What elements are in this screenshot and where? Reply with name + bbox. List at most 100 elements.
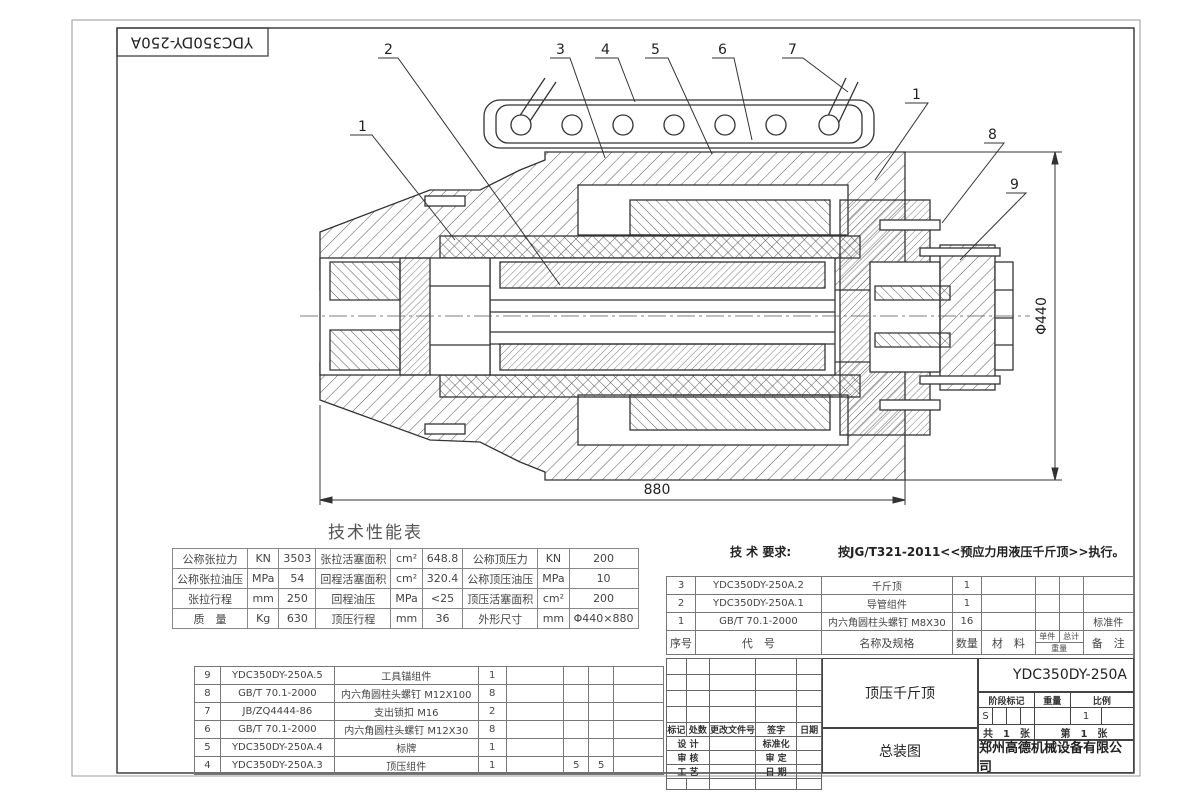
parts-cell bbox=[505, 720, 565, 739]
length-dim-text: 880 bbox=[644, 482, 671, 498]
parts-header-cell: 代 号 bbox=[695, 630, 822, 655]
parts-cell bbox=[563, 738, 590, 757]
callout-1a: 1 bbox=[358, 119, 367, 135]
parts-cell: 1 bbox=[666, 612, 696, 631]
perf-cell: mm bbox=[246, 588, 280, 609]
parts-cell bbox=[1034, 594, 1060, 613]
parts-cell: 8 bbox=[194, 684, 221, 703]
parts-cell: 2 bbox=[666, 594, 696, 613]
parts-cell bbox=[613, 684, 664, 703]
perf-cell: 200 bbox=[568, 548, 639, 569]
perf-cell: 张拉行程 bbox=[172, 588, 248, 609]
perf-cell: 10 bbox=[568, 568, 639, 589]
rev-row: 审 核审 定 bbox=[666, 750, 822, 765]
parts-cell: JB/ZQ4444-86 bbox=[219, 702, 335, 721]
parts-cell: 内六角圆柱头螺钉 M12X30 bbox=[333, 720, 479, 739]
perf-cell: 顶压活塞面积 bbox=[462, 588, 539, 609]
parts-header-cell: 名称及规格 bbox=[820, 630, 953, 655]
parts-cell bbox=[588, 666, 615, 685]
perf-cell: Kg bbox=[246, 608, 280, 629]
parts-cell: 5 bbox=[588, 756, 615, 775]
perf-cell: 顶压行程 bbox=[315, 608, 392, 629]
perf-cell: mm bbox=[390, 608, 423, 629]
rev-header-cell: 更改文件号 bbox=[708, 722, 756, 737]
parts-cell bbox=[505, 702, 565, 721]
callout-leaders bbox=[350, 57, 1028, 286]
revision-grid: 标记处数更改文件号签字日期设 计标准化审 核审 定工 艺日 期 bbox=[666, 658, 822, 790]
parts-cell bbox=[588, 720, 615, 739]
parts-cell: GB/T 70.1-2000 bbox=[695, 612, 822, 631]
scale-value: 1 bbox=[1069, 707, 1103, 725]
parts-cell bbox=[1034, 612, 1060, 631]
tech-req-label: 技 术 要求: bbox=[730, 545, 792, 559]
perf-cell: 公称顶压油压 bbox=[462, 568, 539, 589]
sub-name: 总装图 bbox=[879, 743, 921, 760]
parts-cell bbox=[563, 666, 590, 685]
drawing-code-box: YDC350DY-250A bbox=[978, 658, 1134, 692]
callout-4: 4 bbox=[601, 42, 610, 58]
parts-header-cell: 重量 bbox=[1034, 642, 1084, 655]
product-name: 顶压千斤顶 bbox=[865, 686, 935, 702]
parts-cell bbox=[613, 702, 664, 721]
drawing-code: YDC350DY-250A bbox=[1012, 667, 1127, 683]
rev-header-cell: 签字 bbox=[754, 722, 798, 737]
perf-cell: 250 bbox=[278, 588, 317, 609]
parts-header-cell: 总计 bbox=[1058, 630, 1084, 643]
perf-cell: KN bbox=[246, 548, 280, 569]
parts-cell: 6 bbox=[194, 720, 221, 739]
parts-cell bbox=[563, 702, 590, 721]
role-cell: 工 艺 bbox=[666, 764, 710, 779]
perf-cell: 张拉活塞面积 bbox=[315, 548, 392, 569]
parts-cell bbox=[1058, 594, 1084, 613]
parts-cell bbox=[1082, 576, 1135, 595]
parts-cell bbox=[980, 576, 1036, 595]
callout-2: 2 bbox=[384, 42, 393, 58]
parts-cell: 16 bbox=[951, 612, 982, 631]
parts-cell bbox=[505, 738, 565, 757]
parts-cell bbox=[563, 684, 590, 703]
perf-cell: 36 bbox=[421, 608, 464, 629]
callout-9: 9 bbox=[1010, 177, 1019, 193]
parts-cell bbox=[980, 612, 1036, 631]
parts-cell: 1 bbox=[477, 666, 507, 685]
role-cell: 日 期 bbox=[754, 764, 798, 779]
perf-table-title: 技术性能表 bbox=[328, 523, 423, 543]
cylinder-body bbox=[319, 151, 1014, 481]
diameter-dimension bbox=[905, 151, 1062, 481]
callout-1b: 1 bbox=[912, 87, 921, 103]
parts-cell bbox=[588, 738, 615, 757]
rev-row: 设 计标准化 bbox=[666, 736, 822, 751]
parts-cell bbox=[1058, 576, 1084, 595]
parts-cell: 千斤顶 bbox=[820, 576, 953, 595]
parts-cell: 内六角圆柱头螺钉 M12X100 bbox=[333, 684, 479, 703]
perf-cell: 公称张拉油压 bbox=[172, 568, 248, 589]
parts-cell: 8 bbox=[477, 720, 507, 739]
parts-cell: 导管组件 bbox=[820, 594, 953, 613]
callout-7: 7 bbox=[788, 42, 797, 58]
parts-cell: YDC350DY-250A.3 bbox=[219, 756, 335, 775]
company-name: 郑州高德机械设备有限公司 bbox=[979, 741, 1123, 775]
code-box bbox=[116, 27, 269, 57]
perf-cell: MPa bbox=[246, 568, 280, 589]
parts-cell: 5 bbox=[563, 756, 590, 775]
tech-req-text: 按JG/T321-2011<<预应力用液压千斤顶>>执行。 bbox=[838, 545, 1125, 559]
sub-name-box: 总装图 bbox=[822, 728, 978, 773]
parts-cell: 3 bbox=[666, 576, 696, 595]
parts-cell: 7 bbox=[194, 702, 221, 721]
parts-cell bbox=[1058, 612, 1084, 631]
stage-mark: S bbox=[978, 707, 993, 725]
callout-6: 6 bbox=[718, 42, 727, 58]
parts-cell bbox=[505, 666, 565, 685]
role-cell: 审 核 bbox=[666, 750, 710, 765]
perf-cell: cm² bbox=[390, 548, 423, 569]
perf-cell: Φ440×880 bbox=[568, 608, 639, 629]
